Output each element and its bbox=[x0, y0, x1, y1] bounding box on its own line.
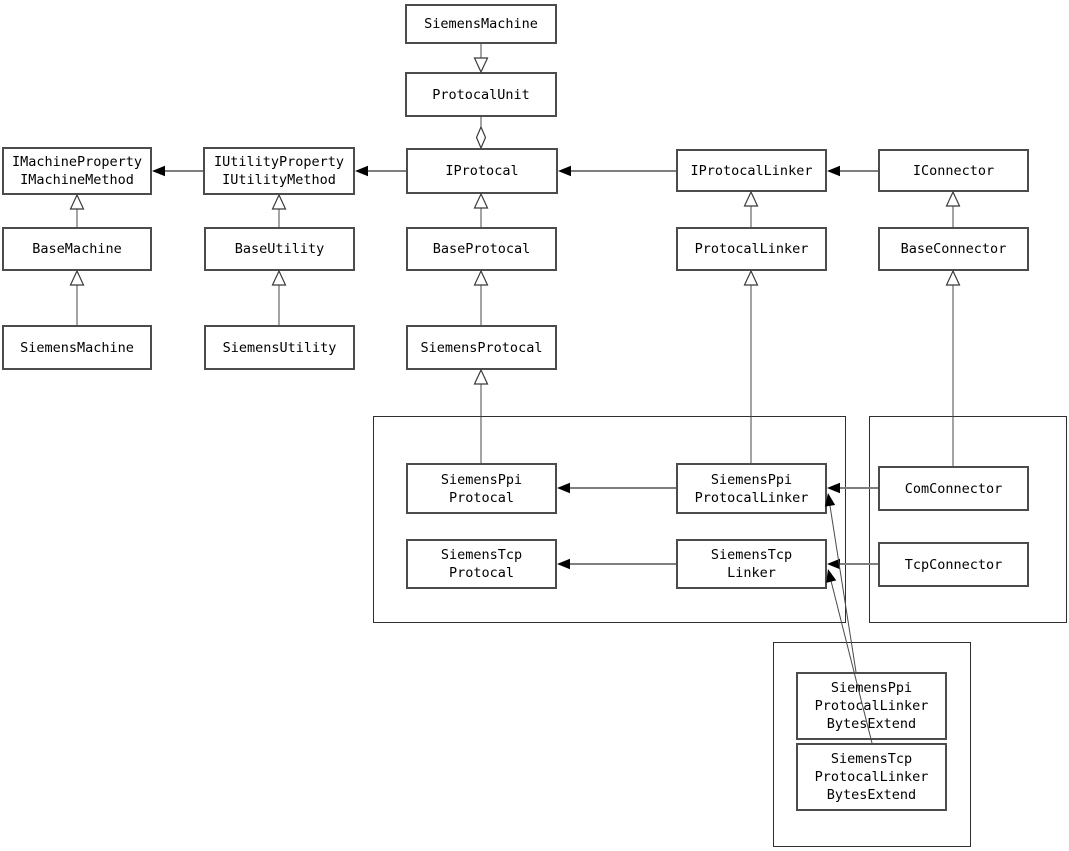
generalization-triangle-icon bbox=[69, 193, 85, 210]
edge-siemens-protocal--base-protocal bbox=[473, 269, 489, 325]
class-label: BaseMachine bbox=[32, 241, 122, 257]
class-label: SiemensTcp ProtocalLinker BytesExtend bbox=[814, 751, 929, 803]
edge-base-machine--i-machine bbox=[69, 193, 85, 227]
class-label: ProtocalUnit bbox=[432, 86, 530, 103]
class-box-base-protocal: BaseProtocal bbox=[406, 227, 557, 271]
class-box-siemens-machine: SiemensMachine bbox=[2, 325, 152, 370]
class-label: IProtocalLinker bbox=[690, 162, 813, 179]
generalization-triangle-icon bbox=[271, 269, 287, 286]
generalization-triangle-icon bbox=[945, 190, 961, 207]
class-box-tcp-connector: TcpConnector bbox=[878, 542, 1029, 587]
edge-i-utility--i-machine bbox=[152, 165, 203, 177]
class-label: SiemensUtility bbox=[222, 339, 337, 356]
class-box-siemens-tcp-bytes-extend: SiemensTcp ProtocalLinker BytesExtend bbox=[796, 743, 947, 811]
protocal-group bbox=[373, 416, 846, 623]
generalization-triangle-icon bbox=[743, 190, 759, 207]
edge-base-connector--i-connector bbox=[945, 190, 961, 227]
class-label: ProtocalLinker bbox=[694, 241, 809, 257]
class-label: SiemensPpi ProtocalLinker BytesExtend bbox=[814, 680, 929, 732]
class-label: IMachineProperty IMachineMethod bbox=[11, 154, 143, 188]
edge-i-protocal-linker--i-protocal bbox=[558, 165, 676, 177]
edge-i-protocal--i-utility bbox=[355, 165, 406, 177]
class-label: BaseProtocal bbox=[432, 241, 531, 257]
dependency-arrowhead-icon bbox=[558, 165, 571, 177]
dependency-arrowhead-icon bbox=[152, 165, 165, 177]
class-box-i-protocal: IProtocal bbox=[406, 148, 558, 194]
class-box-i-protocal-linker: IProtocalLinker bbox=[676, 149, 827, 192]
class-box-siemens-ppi-protocal: SiemensPpi Protocal bbox=[406, 463, 557, 514]
class-label: SiemensTcp Linker bbox=[710, 547, 793, 581]
class-label: ComConnector bbox=[904, 480, 1003, 497]
class-box-siemens-ppi-protocal-linker: SiemensPpi ProtocalLinker bbox=[676, 463, 827, 514]
class-label: SiemensMachine bbox=[20, 339, 134, 356]
class-box-siemens-tcp-protocal: SiemensTcp Protocal bbox=[406, 539, 557, 589]
dependency-arrowhead-icon bbox=[355, 165, 368, 177]
class-box-i-machine: IMachineProperty IMachineMethod bbox=[2, 147, 152, 195]
class-label: BaseUtility bbox=[234, 241, 325, 257]
class-box-i-utility: IUtilityProperty IUtilityMethod bbox=[203, 147, 355, 195]
edge-siemens-machine-top--protocal-unit bbox=[473, 44, 489, 74]
edge-base-protocal--i-protocal bbox=[473, 192, 489, 227]
class-label: BaseConnector bbox=[900, 241, 1007, 257]
class-box-siemens-ppi-bytes-extend: SiemensPpi ProtocalLinker BytesExtend bbox=[796, 672, 947, 740]
class-label: IProtocal bbox=[445, 163, 519, 179]
class-label: IConnector bbox=[912, 162, 995, 179]
class-label: TcpConnector bbox=[904, 556, 1003, 573]
generalization-triangle-icon bbox=[945, 269, 961, 286]
generalization-triangle-icon bbox=[743, 269, 759, 286]
edge-siemens-machine--base-machine bbox=[69, 269, 85, 325]
class-box-base-connector: BaseConnector bbox=[878, 227, 1029, 271]
class-box-siemens-protocal: SiemensProtocal bbox=[406, 325, 557, 370]
generalization-triangle-icon bbox=[473, 368, 489, 385]
class-box-protocal-linker: ProtocalLinker bbox=[676, 227, 827, 271]
class-box-base-utility: BaseUtility bbox=[204, 227, 355, 271]
generalization-triangle-icon bbox=[69, 269, 85, 286]
edge-protocal-linker--i-protocal-linker bbox=[743, 190, 759, 227]
class-label: SiemensMachine bbox=[424, 16, 538, 32]
generalization-triangle-icon bbox=[473, 269, 489, 286]
class-label: SiemensPpi Protocal bbox=[440, 471, 523, 506]
class-label: SiemensProtocal bbox=[420, 339, 543, 356]
dependency-arrowhead-icon bbox=[827, 165, 840, 177]
aggregation-diamond-icon bbox=[475, 125, 487, 150]
class-label: SiemensTcp Protocal bbox=[440, 547, 523, 581]
generalization-triangle-icon bbox=[473, 57, 489, 74]
class-box-siemens-tcp-linker: SiemensTcp Linker bbox=[676, 539, 827, 589]
edge-base-utility--i-utility bbox=[271, 193, 287, 227]
connector-group bbox=[869, 416, 1067, 623]
class-box-protocal-unit: ProtocalUnit bbox=[405, 72, 557, 117]
class-label: SiemensPpi ProtocalLinker bbox=[694, 471, 809, 506]
class-box-siemens-utility: SiemensUtility bbox=[204, 325, 355, 370]
class-box-com-connector: ComConnector bbox=[878, 466, 1029, 511]
edge-siemens-utility--base-utility bbox=[271, 269, 287, 325]
class-label: IUtilityProperty IUtilityMethod bbox=[213, 154, 345, 188]
generalization-triangle-icon bbox=[473, 192, 489, 209]
generalization-triangle-icon bbox=[271, 193, 287, 210]
edge-protocal-unit--i-protocal bbox=[475, 117, 487, 150]
edge-i-connector--i-protocal-linker bbox=[827, 165, 878, 177]
class-box-i-connector: IConnector bbox=[878, 149, 1029, 192]
class-box-base-machine: BaseMachine bbox=[2, 227, 152, 271]
class-box-siemens-machine-top: SiemensMachine bbox=[405, 4, 557, 44]
